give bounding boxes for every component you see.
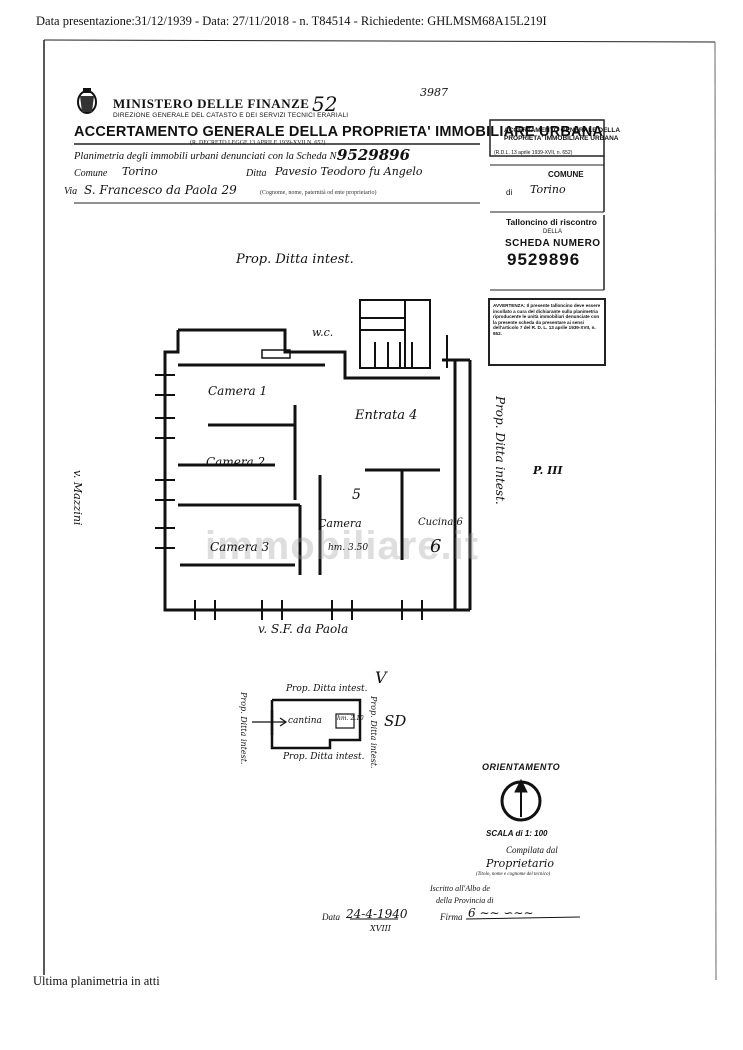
warning-box: AVVERTENZA: Il presente talloncino deve … xyxy=(488,298,606,366)
decree-ref: (R. DECRETO LEGGE 13 APRILE 1939-XVII N.… xyxy=(190,140,326,146)
floor-label: P. III xyxy=(533,464,563,477)
street-left: v. Mazzini xyxy=(71,470,84,526)
via-note: (Cognome, nome, paternità od ente propri… xyxy=(260,190,377,196)
room-entrata: Entrata 4 xyxy=(355,408,418,423)
province-label: della Provincia di xyxy=(436,896,494,905)
cellar-prop-left: Prop. Ditta intest. xyxy=(239,692,248,765)
receipt-scheda-label: SCHEDA NUMERO xyxy=(505,238,601,249)
plan-label: Planimetria degli immobili urbani denunc… xyxy=(74,151,340,162)
receipt-decree: (R.D.L. 13 aprile 1939-XVII, n. 652) xyxy=(494,150,573,156)
receipt-della: DELLA xyxy=(543,229,563,235)
presentation-info: Data presentazione:31/12/1939 - Data: 27… xyxy=(36,14,547,28)
emblem-icon xyxy=(77,88,97,114)
form-title: ACCERTAMENTO GENERALE DELLA PROPRIETA' I… xyxy=(74,124,604,140)
room-cucina: Cucina 6 xyxy=(418,517,463,528)
comune-value: Torino xyxy=(122,165,158,178)
ministry-name: MINISTERO DELLE FINANZE xyxy=(113,96,310,111)
receipt-comune-label: COMUNE xyxy=(548,170,584,179)
receipt-comune-value: Torino xyxy=(530,183,566,196)
date-value: 24-4-1940 xyxy=(346,907,408,921)
compiled-label: Compilata dal xyxy=(506,845,558,855)
cellar-height: hm. 2.10 xyxy=(337,715,364,722)
handwritten-code: 52 xyxy=(312,92,338,116)
bottom-note: Ultima planimetria in atti xyxy=(33,974,160,988)
via-label: Via xyxy=(64,186,78,197)
cellar-mark: SD xyxy=(384,712,407,730)
ditta-value: Pavesio Teodoro fu Angelo xyxy=(275,165,423,178)
enrolled-label: Iscritto all'Albo de xyxy=(430,884,490,893)
street-bottom: v. S.F. da Paola xyxy=(258,622,349,636)
via-value: S. Francesco da Paola 29 xyxy=(84,183,237,197)
north-arrow-icon xyxy=(500,778,542,822)
cellar-prop-top: Prop. Ditta intest. xyxy=(286,684,368,694)
room-camera-2: Camera 2 xyxy=(206,455,266,469)
wc-label: w.c. xyxy=(312,326,334,339)
signature: 6 ∼∼ ∽∼∼ xyxy=(468,906,534,920)
orientation-label: ORIENTAMENTO xyxy=(482,762,561,772)
date-label: Data xyxy=(322,912,340,922)
cellar-room: cantina xyxy=(288,716,322,726)
cellar-prop-bottom: Prop. Ditta intest. xyxy=(283,752,365,762)
corner-number: 3987 xyxy=(420,86,448,99)
prop-top-label: Prop. Ditta intest. xyxy=(236,252,354,267)
room-camera-3: Camera 3 xyxy=(210,540,270,554)
room-number-5: 5 xyxy=(352,487,361,503)
era-value: XVIII xyxy=(370,924,391,933)
directorate-name: DIREZIONE GENERALE DEL CATASTO E DEI SER… xyxy=(113,112,349,119)
cellar-prop-right: Prop. Ditta intest. xyxy=(369,696,378,769)
room-number-6: 6 xyxy=(430,536,442,557)
signature-label: Firma xyxy=(440,912,463,922)
comune-label: Comune xyxy=(74,168,108,179)
receipt-title-1: ACCERTAMENTO GENERALE DELLA xyxy=(504,127,621,134)
scheda-number: 9529896 xyxy=(337,146,411,164)
watermark: immobiliare.it xyxy=(205,524,480,568)
receipt-di-label: di xyxy=(506,188,513,197)
room-height: hm. 3.50 xyxy=(328,543,369,553)
title-note: (Titolo, nome e cognome del tecnico) xyxy=(476,872,551,877)
receipt-title-2: PROPRIETA' IMMOBILIARE URBANA xyxy=(504,135,619,142)
scale-label: SCALA di 1: 100 xyxy=(486,829,548,838)
room-camera-1: Camera 1 xyxy=(208,384,268,398)
room-camera-5: Camera xyxy=(318,517,362,530)
receipt-talloncino: Talloncino di riscontro xyxy=(506,217,597,227)
cellar-mark-v: V xyxy=(375,668,387,687)
prop-right-label: Prop. Ditta intest. xyxy=(493,396,507,505)
compiled-by: Proprietario xyxy=(486,857,554,870)
ditta-label: Ditta xyxy=(246,168,267,179)
receipt-scheda-number: 9529896 xyxy=(507,250,581,269)
